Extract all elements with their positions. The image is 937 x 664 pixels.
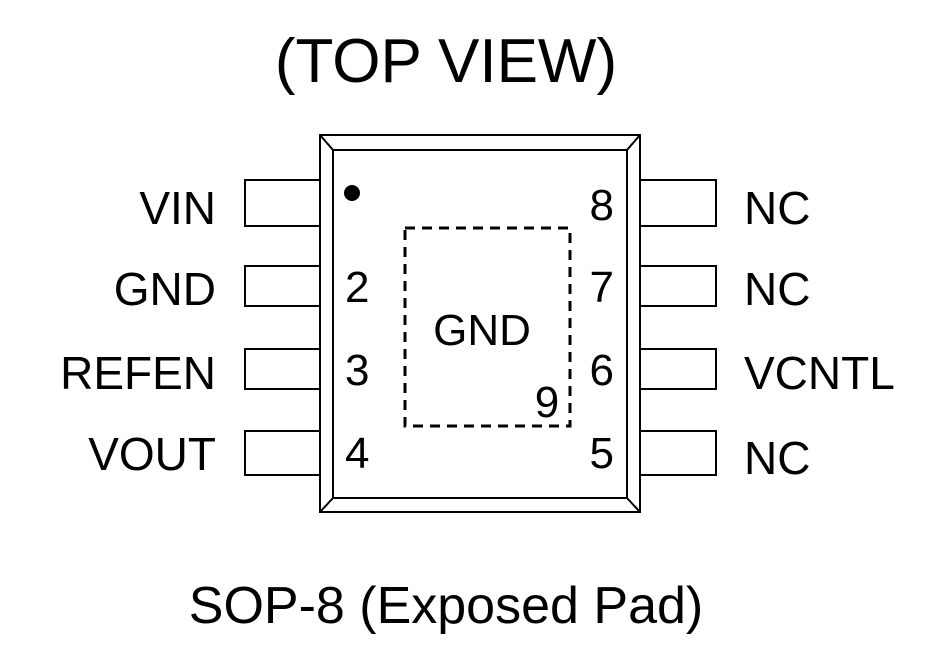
diagram-title: (TOP VIEW) (275, 27, 617, 96)
pin-name-right: NC (744, 182, 810, 234)
pin-lead (639, 179, 717, 227)
exposed-pad-outline (403, 226, 572, 428)
pin-number-left: 2 (345, 263, 369, 312)
package-body (319, 134, 641, 513)
pin-name-left: VOUT (88, 428, 216, 480)
pin-number-left: 3 (345, 346, 369, 395)
pin-lead (244, 430, 321, 476)
pin-lead (639, 430, 717, 476)
exposed-pad-label: GND (433, 306, 531, 355)
pin-lead (244, 348, 321, 390)
exposed-pad-number: 9 (535, 378, 559, 427)
package-caption: SOP-8 (Exposed Pad) (189, 577, 703, 635)
pin-name-left: GND (114, 263, 216, 315)
pin-number-right: 5 (590, 429, 614, 478)
pin-number-right: 8 (590, 181, 614, 230)
pin-name-right: NC (744, 432, 810, 484)
pin-name-left: VIN (139, 182, 216, 234)
left-pin-row: VIN GND 2 REFEN 3 VOUT 4 (60, 179, 369, 480)
pin-number-right: 7 (590, 263, 614, 312)
pin-name-right: VCNTL (744, 347, 895, 399)
pin-name-left: REFEN (60, 347, 216, 399)
pin-lead (639, 348, 717, 390)
pin-name-right: NC (744, 263, 810, 315)
pin-lead (639, 265, 717, 307)
pin-number-right: 6 (590, 346, 614, 395)
pin-number-left: 4 (345, 429, 369, 478)
pin1-marker-dot (344, 185, 360, 201)
pin-lead (244, 179, 321, 227)
right-pin-row: NC 8 NC 7 VCNTL 6 NC 5 (590, 179, 895, 484)
pin-lead (244, 265, 321, 307)
